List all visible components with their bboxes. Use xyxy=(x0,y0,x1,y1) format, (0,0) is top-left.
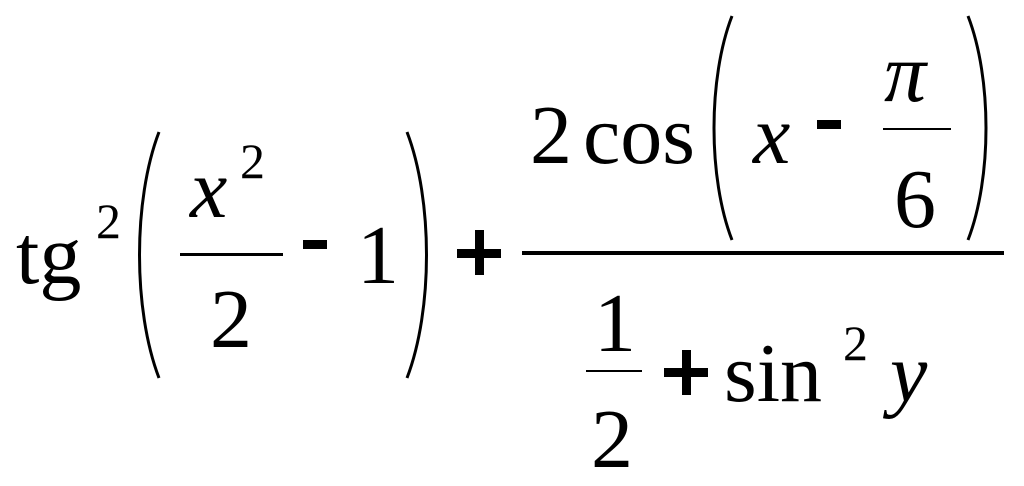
fraction-bar-half xyxy=(586,370,642,372)
x-exponent: 2 xyxy=(240,133,265,189)
right-paren-1 xyxy=(405,131,428,379)
tg-function: tg xyxy=(16,209,82,302)
plus-sign-denominator-vertical xyxy=(682,350,691,395)
minus-sign-cos xyxy=(817,120,841,129)
y-variable: y xyxy=(890,327,928,420)
half-numerator: 1 xyxy=(594,277,636,370)
left-paren-1 xyxy=(138,131,161,379)
sin-exponent: 2 xyxy=(843,315,868,371)
tg-exponent: 2 xyxy=(96,193,121,249)
constant-one: 1 xyxy=(357,209,399,302)
main-fraction-bar xyxy=(522,251,1004,255)
right-paren-cos xyxy=(966,15,988,241)
fraction-bar-x2 xyxy=(180,253,283,256)
x-variable-cos: x xyxy=(753,89,791,182)
pi-symbol: π xyxy=(884,27,927,120)
fraction-bar-pi xyxy=(883,128,951,130)
sin-function: sin xyxy=(724,327,823,420)
cos-function: cos xyxy=(583,89,695,182)
half-denominator: 2 xyxy=(591,393,633,486)
left-paren-cos xyxy=(712,15,734,241)
six: 6 xyxy=(894,153,936,246)
x-variable: x xyxy=(190,143,228,236)
plus-sign-vertical xyxy=(475,230,484,275)
fraction-denominator: 2 xyxy=(210,273,252,366)
minus-sign-1 xyxy=(303,240,327,249)
coefficient-two: 2 xyxy=(530,89,572,182)
